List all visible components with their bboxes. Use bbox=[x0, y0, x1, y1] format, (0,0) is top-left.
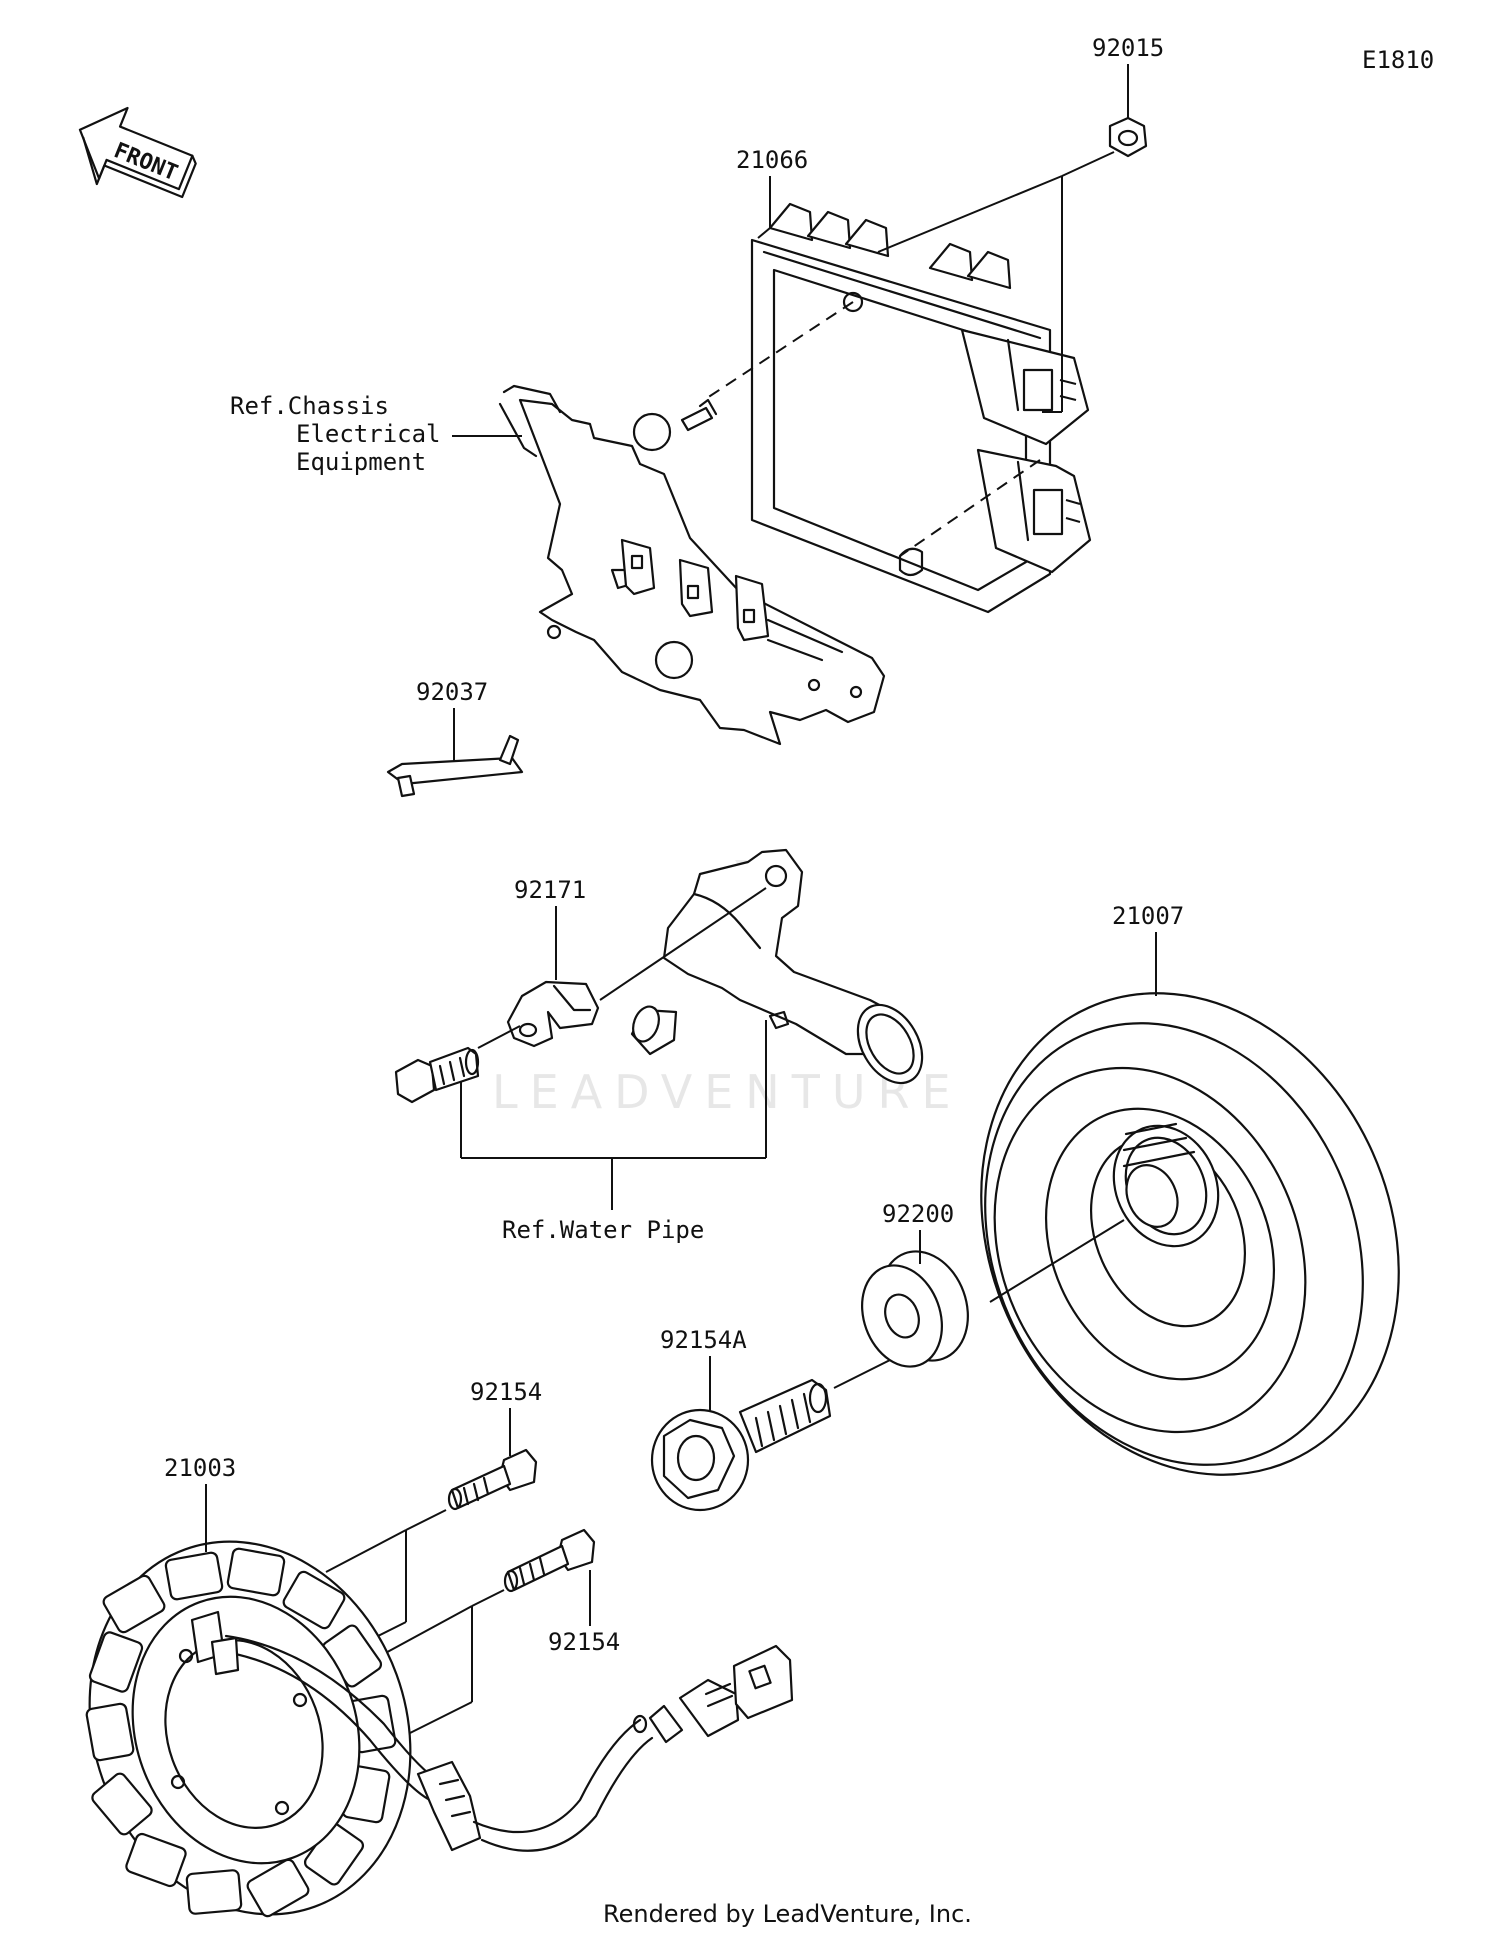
part-label-92154-lower: 92154 bbox=[548, 1628, 620, 1656]
clamp-92171[interactable] bbox=[506, 980, 600, 1048]
ref-chassis-line2: Electrical bbox=[296, 420, 441, 448]
part-label-21007: 21007 bbox=[1112, 902, 1184, 930]
part-label-92200: 92200 bbox=[882, 1200, 954, 1228]
watermark: LEADVENTURE bbox=[492, 860, 963, 1119]
ref-chassis-line1: Ref.Chassis bbox=[230, 392, 389, 420]
watermark-text: LEADVENTURE bbox=[492, 1065, 963, 1119]
part-label-21066: 21066 bbox=[736, 146, 808, 174]
washer-92200[interactable] bbox=[849, 1239, 983, 1378]
part-label-92154-upper: 92154 bbox=[470, 1378, 542, 1406]
regulator-21066[interactable] bbox=[750, 202, 1092, 614]
rotor-bolt-92154A[interactable] bbox=[650, 1378, 832, 1512]
ref-water-pipe: Ref.Water Pipe bbox=[502, 1216, 704, 1244]
ref-chassis-line3: Equipment bbox=[296, 448, 426, 476]
stator-bolt-lower[interactable] bbox=[503, 1528, 596, 1593]
part-label-92015: 92015 bbox=[1092, 34, 1164, 62]
part-label-21003: 21003 bbox=[164, 1454, 236, 1482]
front-arrow-icon: FRONT bbox=[78, 106, 197, 199]
rotor-21007[interactable] bbox=[906, 926, 1473, 1542]
stator-21003[interactable] bbox=[38, 1496, 794, 1938]
stator-bolt-upper[interactable] bbox=[447, 1448, 538, 1511]
part-label-92154A: 92154A bbox=[660, 1326, 747, 1354]
mounting-bracket bbox=[498, 384, 886, 746]
part-label-92037: 92037 bbox=[416, 678, 488, 706]
clip-92037[interactable] bbox=[386, 734, 524, 798]
nut-92015[interactable] bbox=[1108, 116, 1148, 158]
footer-credit: Rendered by LeadVenture, Inc. bbox=[603, 1900, 972, 1928]
part-label-92171: 92171 bbox=[514, 876, 586, 904]
water-pipe-fitting bbox=[630, 848, 924, 1085]
water-pipe-bolt bbox=[394, 1046, 480, 1104]
diagram-code: E1810 bbox=[1362, 46, 1434, 74]
